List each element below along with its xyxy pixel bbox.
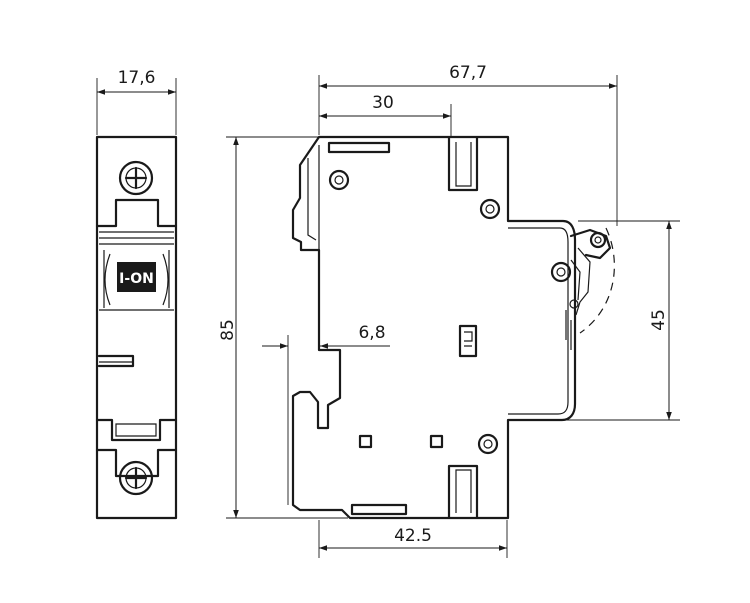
dim-rear-depth-text: 42.5 <box>394 526 432 546</box>
rivet-icon <box>328 169 350 191</box>
side-view <box>291 135 615 520</box>
dim-front-depth-text: 30 <box>372 93 394 113</box>
bottom-terminal-screw-icon <box>118 460 154 496</box>
lever-mechanism <box>565 228 612 350</box>
dim-module-width: 17,6 <box>96 68 177 135</box>
dim-height-text: 85 <box>218 319 238 341</box>
dim-front-depth: 30 <box>319 93 452 136</box>
lever-travel-arc <box>579 227 615 334</box>
dim-front-height-text: 45 <box>649 309 669 331</box>
rivet-icon <box>477 433 499 455</box>
dim-module-width-text: 17,6 <box>118 68 156 88</box>
front-view: I-ON <box>95 135 178 520</box>
marking-symbol-icon <box>458 324 478 358</box>
front-label-text: I-ON <box>119 271 154 287</box>
dim-rail-offset: 6,8 <box>262 323 390 505</box>
top-terminal-screw-icon <box>118 160 154 196</box>
dim-total-depth: 67,7 <box>318 63 618 226</box>
dim-total-depth-text: 67,7 <box>449 63 487 83</box>
dim-rail-offset-text: 6,8 <box>358 323 385 343</box>
side-view-body <box>291 135 577 520</box>
front-view-body <box>95 135 178 520</box>
dim-height: 85 <box>218 136 348 519</box>
dim-front-height: 45 <box>510 220 680 421</box>
dim-rear-depth: 42.5 <box>318 520 508 558</box>
rivet-icon <box>479 198 501 220</box>
rivet-icon <box>550 261 572 283</box>
lever-pivot-icon <box>589 231 607 249</box>
front-label-plate <box>117 262 156 292</box>
